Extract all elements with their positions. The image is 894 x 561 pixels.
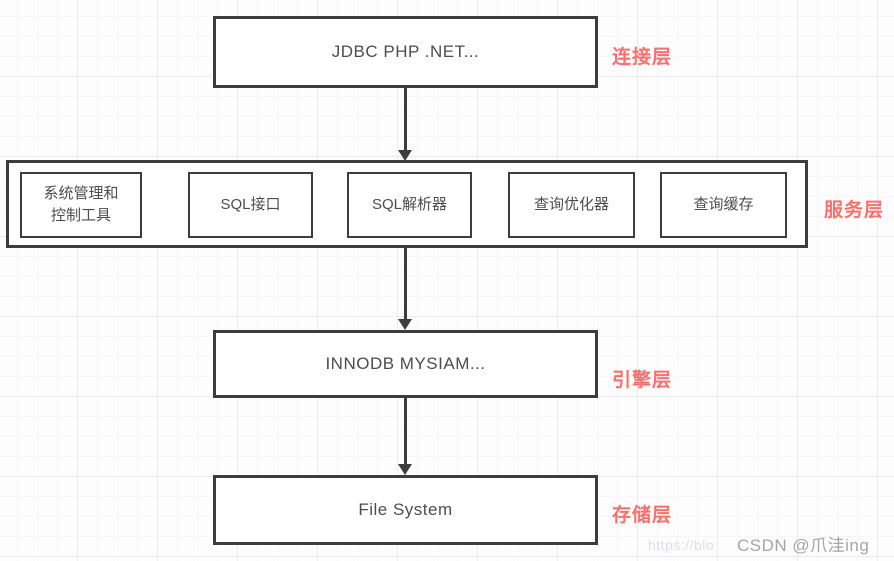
arrow-connection-to-service	[398, 88, 412, 161]
service-component-query-cache: 查询缓存	[660, 172, 787, 238]
arrow-service-to-engine	[398, 248, 412, 330]
arrow-engine-to-storage	[398, 398, 412, 475]
service-component-query-optimizer: 查询优化器	[508, 172, 635, 238]
storage-layer-box: File System	[213, 475, 598, 545]
arrow-shaft	[403, 88, 407, 150]
arrow-shaft	[403, 248, 407, 319]
service-component-sql-interface: SQL接口	[188, 172, 313, 238]
storage-layer-label: 存储层	[612, 505, 673, 526]
engine-layer-box: INNODB MYSIAM...	[213, 330, 598, 398]
storage-layer-box-label: File System	[358, 500, 453, 519]
arrow-shaft	[403, 398, 407, 464]
service-component-system-management: 系统管理和 控制工具	[20, 172, 142, 238]
service-component-sql-parser: SQL解析器	[347, 172, 472, 238]
service-layer-label: 服务层	[824, 200, 885, 221]
faint-url-watermark: https://blo	[648, 537, 715, 553]
connection-layer-label: 连接层	[612, 47, 673, 68]
engine-layer-box-label: INNODB MYSIAM...	[325, 354, 486, 373]
engine-layer-label: 引擎层	[612, 370, 673, 391]
csdn-watermark: CSDN @爪洼ing	[737, 536, 870, 555]
arrow-head-icon	[398, 150, 412, 161]
arrow-head-icon	[398, 319, 412, 330]
connection-layer-box: JDBC PHP .NET...	[213, 16, 598, 88]
connection-layer-box-label: JDBC PHP .NET...	[331, 42, 480, 61]
arrow-head-icon	[398, 464, 412, 475]
